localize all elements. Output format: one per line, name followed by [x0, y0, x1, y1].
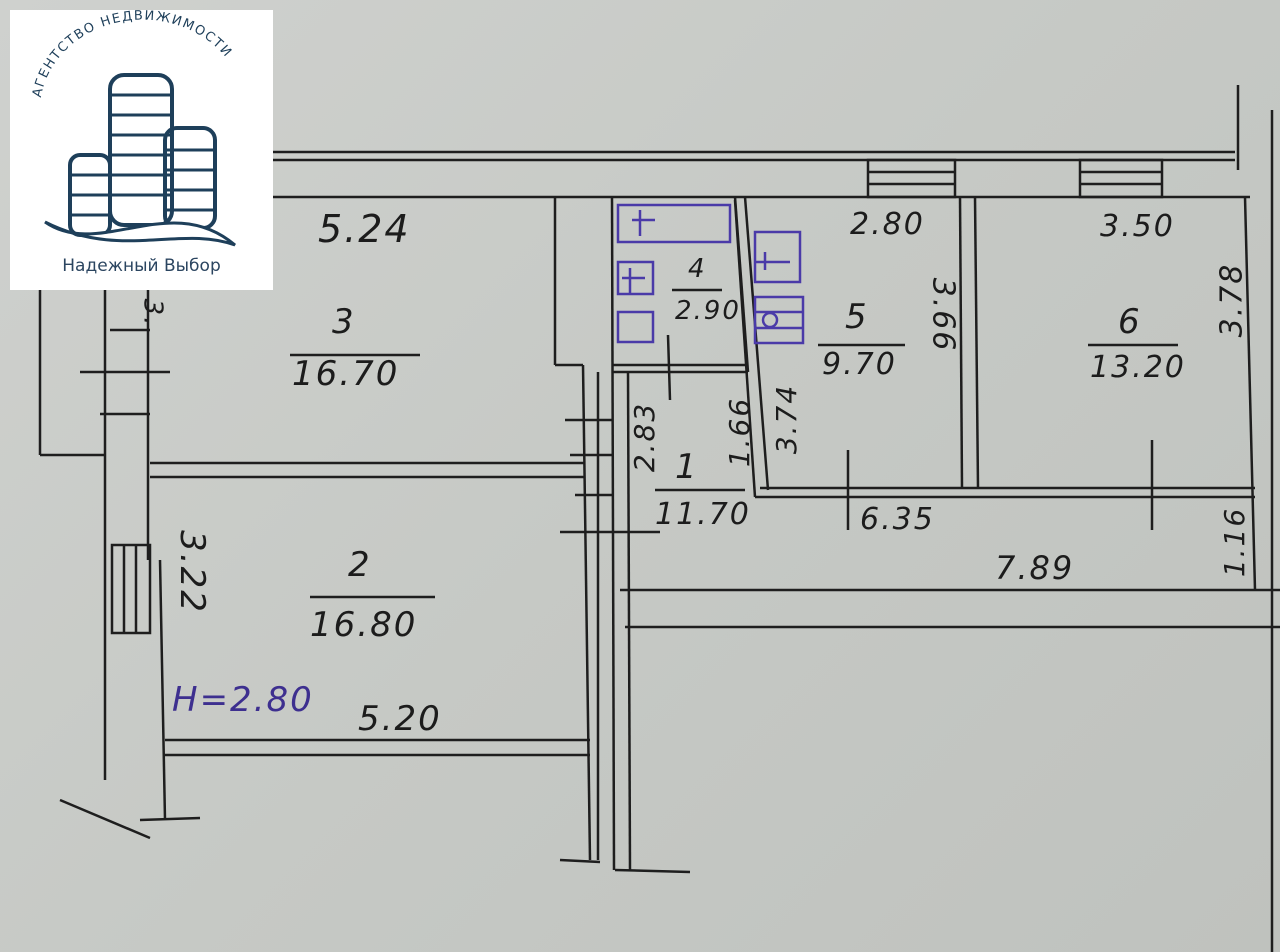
dim-corridor-depth: 3.74: [770, 383, 804, 455]
room-3-number: 3: [332, 302, 356, 342]
dim-corridor-length: 7.89: [995, 549, 1075, 587]
agency-text: АГЕНТСТВО НЕДВИЖИМОСТИ: [30, 9, 233, 99]
room-5-area: 9.70: [822, 347, 897, 382]
plumbing-fixtures: [616, 203, 805, 345]
dim-corridor-width: 1.16: [1218, 506, 1252, 578]
brand-name: Надежный Выбор: [62, 256, 221, 276]
dim-room3-width: 5.24: [318, 207, 411, 251]
room-5-number: 5: [845, 297, 869, 337]
dim-room2-width: 5.20: [358, 699, 442, 739]
window-hatch: [110, 158, 1164, 635]
dim-room5-depth: 3.66: [925, 277, 961, 353]
room-1-number: 1: [675, 447, 699, 487]
dim-hall-width: 6.35: [860, 502, 935, 537]
dim-room6-depth: 3.78: [1214, 262, 1250, 338]
dim-room1-width: 1.66: [723, 396, 757, 468]
dim-room6-width: 3.50: [1100, 209, 1175, 244]
room-2-area: 16.80: [310, 605, 418, 645]
building-logo-icon: АГЕНТСТВО НЕДВИЖИМОСТИ: [30, 9, 236, 247]
room-4-number: 4: [688, 254, 707, 284]
svg-text:АГЕНТСТВО НЕДВИЖИМОСТИ: АГЕНТСТВО НЕДВИЖИМОСТИ: [30, 10, 235, 99]
room-2-number: 2: [348, 545, 372, 585]
room-4-area: 2.90: [675, 296, 741, 326]
dim-room1-depth: 2.83: [628, 401, 662, 473]
room-3-area: 16.70: [292, 354, 400, 394]
dim-room3-depth: 3.: [137, 298, 168, 328]
room-1-area: 11.70: [655, 497, 751, 532]
room-6-number: 6: [1118, 302, 1142, 342]
dim-room2-depth: 3.22: [171, 530, 212, 614]
agency-logo: АГЕНТСТВО НЕДВИЖИМОСТИ Надежный Выбор: [10, 9, 273, 290]
room-6-area: 13.20: [1090, 350, 1186, 385]
dim-room5-width: 2.80: [850, 207, 925, 242]
ceiling-height: H=2.80: [172, 680, 314, 720]
